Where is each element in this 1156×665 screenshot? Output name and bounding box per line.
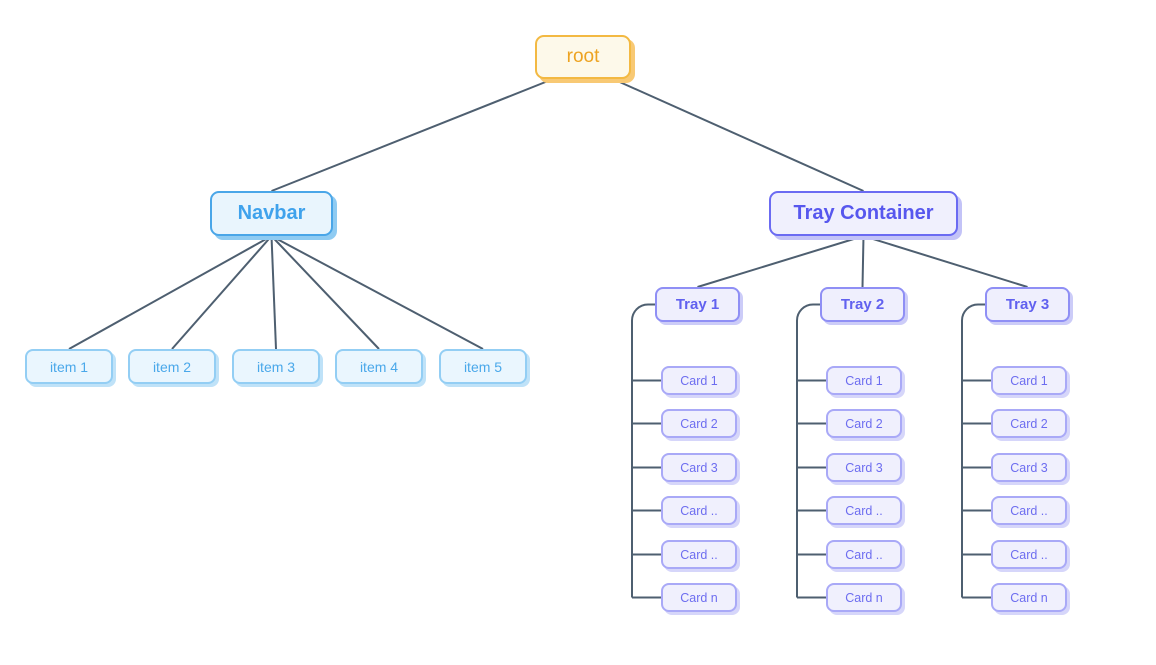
- node-card-tray1-4[interactable]: Card ..: [661, 496, 737, 525]
- edge-tray-container-tray-3: [863, 235, 1028, 288]
- node-card-tray3-1[interactable]: Card 1: [991, 366, 1067, 395]
- node-card-tray2-3[interactable]: Card 3: [826, 453, 902, 482]
- node-card-tray2-1[interactable]: Card 1: [826, 366, 902, 395]
- node-card-tray1-2[interactable]: Card 2: [661, 409, 737, 438]
- node-tray-container[interactable]: Tray Container: [769, 191, 958, 236]
- node-card-tray3-4[interactable]: Card ..: [991, 496, 1067, 525]
- edge-navbar-item-2: [171, 235, 273, 350]
- edge-navbar-item-1: [68, 235, 272, 350]
- node-card-tray3-5[interactable]: Card ..: [991, 540, 1067, 569]
- node-tray-1[interactable]: Tray 1: [655, 287, 740, 322]
- node-card-tray2-2[interactable]: Card 2: [826, 409, 902, 438]
- node-tray-3[interactable]: Tray 3: [985, 287, 1070, 322]
- sidebar-item-5[interactable]: item 5: [439, 349, 527, 384]
- sidebar-item-4[interactable]: item 4: [335, 349, 423, 384]
- edge-root-tray-container: [612, 78, 864, 192]
- node-card-tray1-5[interactable]: Card ..: [661, 540, 737, 569]
- node-navbar[interactable]: Navbar: [210, 191, 333, 236]
- edge-tray-container-tray-2: [861, 235, 865, 288]
- node-root[interactable]: root: [535, 35, 631, 79]
- node-card-tray3-3[interactable]: Card 3: [991, 453, 1067, 482]
- edge-tray-1-trunk: [631, 303, 655, 598]
- edge-navbar-item-3: [270, 235, 277, 350]
- edge-tray-3-trunk: [961, 303, 985, 598]
- edge-navbar-item-4: [270, 235, 380, 350]
- node-card-tray2-5[interactable]: Card ..: [826, 540, 902, 569]
- node-card-tray1-1[interactable]: Card 1: [661, 366, 737, 395]
- edge-root-navbar: [271, 78, 554, 192]
- sidebar-item-2[interactable]: item 2: [128, 349, 216, 384]
- edge-tray-2-trunk: [796, 303, 820, 598]
- node-tray-2[interactable]: Tray 2: [820, 287, 905, 322]
- node-card-tray3-6[interactable]: Card n: [991, 583, 1067, 612]
- node-card-tray3-2[interactable]: Card 2: [991, 409, 1067, 438]
- sidebar-item-1[interactable]: item 1: [25, 349, 113, 384]
- sidebar-item-3[interactable]: item 3: [232, 349, 320, 384]
- edge-navbar-item-5: [271, 235, 484, 350]
- node-card-tray2-6[interactable]: Card n: [826, 583, 902, 612]
- node-card-tray1-3[interactable]: Card 3: [661, 453, 737, 482]
- edge-tray-container-tray-1: [697, 235, 864, 288]
- node-card-tray1-6[interactable]: Card n: [661, 583, 737, 612]
- node-card-tray2-4[interactable]: Card ..: [826, 496, 902, 525]
